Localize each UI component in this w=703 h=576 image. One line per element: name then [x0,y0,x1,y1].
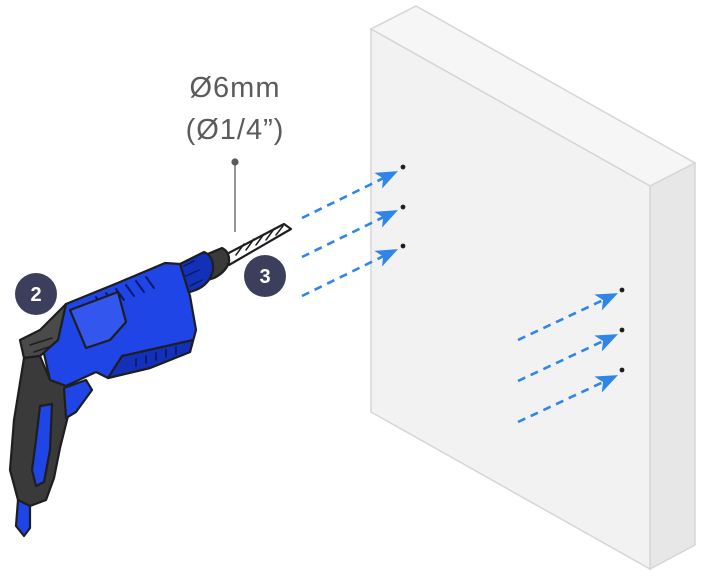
drill-hole [619,327,625,333]
wall [369,5,697,571]
bit-diameter-metric: Ø6mm [190,72,281,104]
drill-holes [400,164,625,373]
step-badge-circle [244,255,286,297]
step-badge-3: 3 [244,255,286,297]
drill-trigger [62,378,94,420]
drill-lower-body [106,338,195,380]
drill-hole [400,243,406,249]
hammer-drill-icon [8,222,293,538]
drill-grip-strip [30,402,54,488]
drill-side-plate [68,290,128,350]
direction-arrows [301,171,618,424]
step-badge-2: 2 [15,273,57,315]
dashed-arrow-icon [301,210,398,259]
drill-handle-foot [14,498,32,538]
drill-hole [400,204,406,210]
step-number: 3 [259,266,270,288]
step-number: 2 [30,284,41,306]
bit-diameter-imperial: (Ø1/4”) [186,114,285,146]
dashed-arrow-icon [517,293,618,342]
drill-chuck [178,246,231,296]
wall-front-face [370,27,651,571]
drill-hole [400,164,406,170]
leader-dot [231,158,239,166]
dashed-arrow-icon [517,334,618,383]
drill-hole [619,367,625,373]
dashed-arrow-icon [301,171,398,220]
dashed-arrow-icon [301,249,398,298]
wall-side-face [649,161,696,571]
step-badge-circle [15,273,57,315]
drill-hole [619,287,625,293]
dashed-arrow-icon [517,375,618,424]
bit-size-callout: Ø6mm (Ø1/4”) [186,72,285,232]
